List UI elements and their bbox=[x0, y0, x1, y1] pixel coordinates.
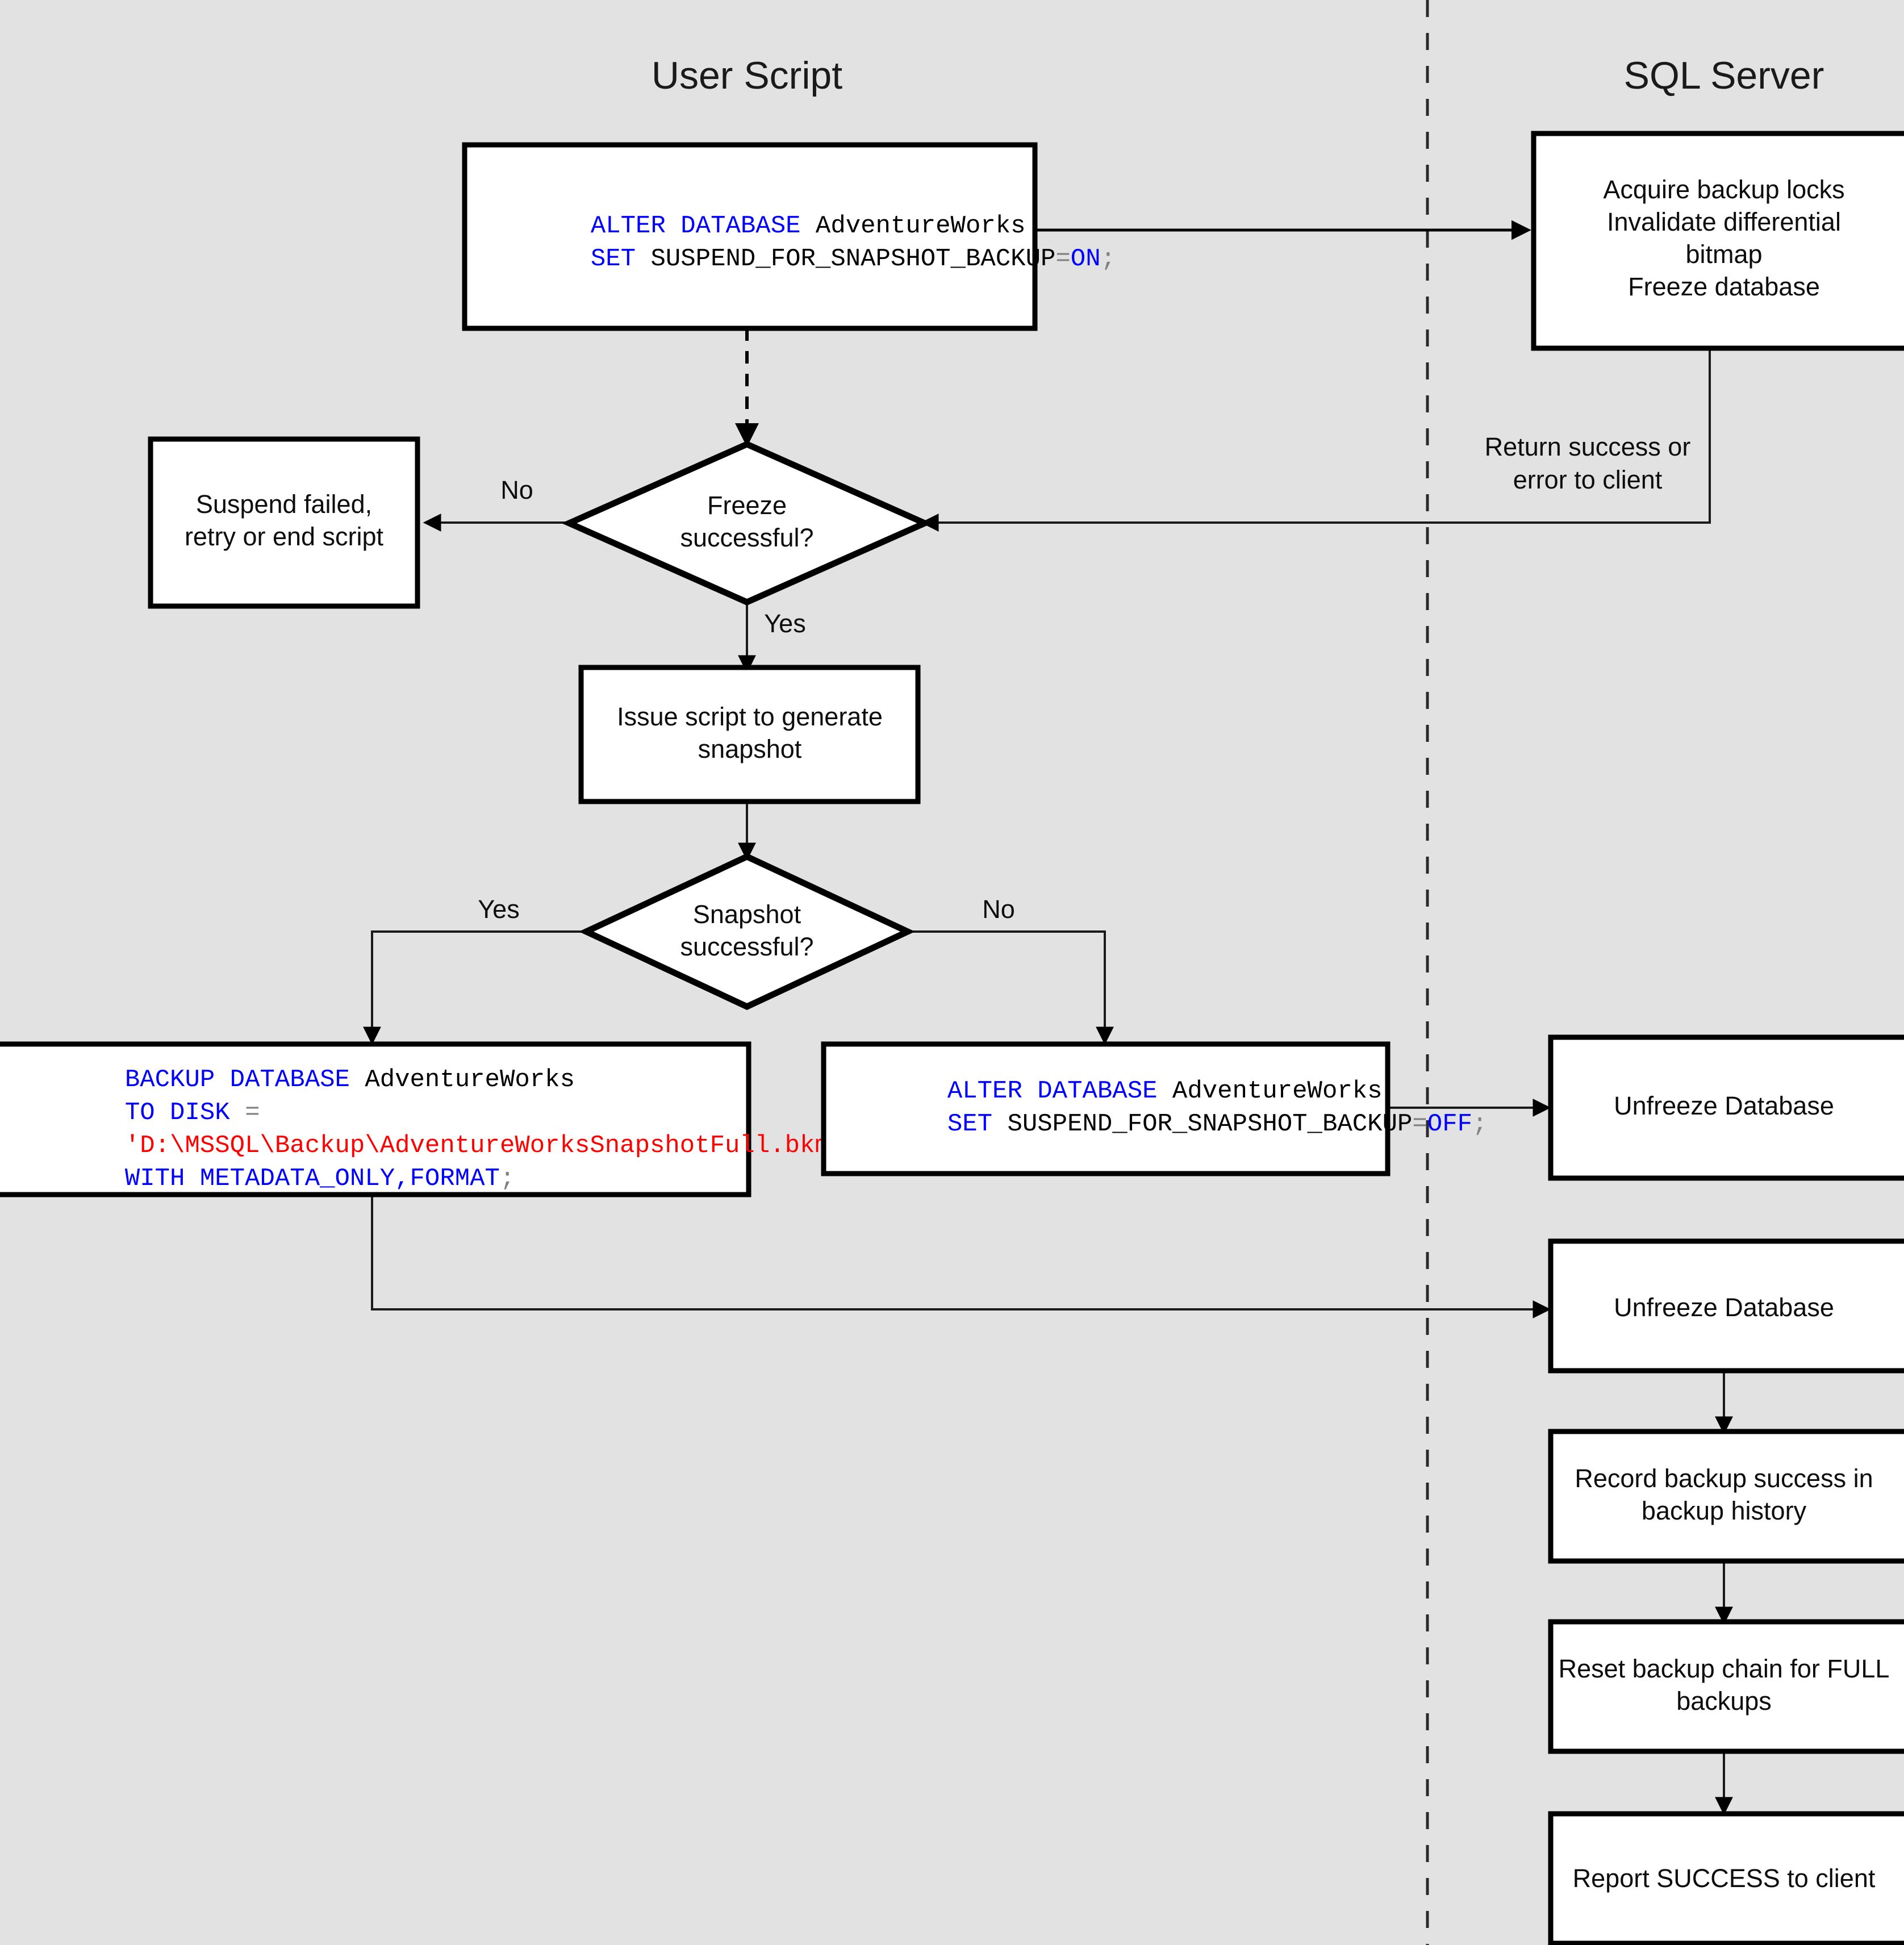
edge-label-return-success-line1: Return success or bbox=[1485, 432, 1691, 461]
node-backup-database-code-line-2: TO DISK = bbox=[20, 1099, 335, 1127]
node-reset-backup-chain-shape[interactable] bbox=[1548, 1619, 1904, 1754]
node-reset-backup-chain-line-2: backups bbox=[1676, 1687, 1772, 1716]
node-acquire-backup-locks-shape[interactable] bbox=[1531, 131, 1904, 351]
node-suspend-failed-line-1: Suspend failed, bbox=[196, 490, 372, 519]
node-record-backup-success-line-2: backup history bbox=[1642, 1496, 1807, 1525]
node-record-backup-success-line-1: Record backup success in bbox=[1575, 1464, 1873, 1493]
node-acquire-backup-locks-line-1: Acquire backup locks bbox=[1603, 175, 1844, 204]
node-snapshot-successful-shape[interactable] bbox=[578, 853, 916, 1011]
node-suspend-failed[interactable]: Suspend failed, retry or end script bbox=[148, 436, 420, 609]
node-backup-database-code-line-4: WITH METADATA_ONLY,FORMAT; bbox=[20, 1165, 590, 1193]
node-suspend-failed-line-2: retry or end script bbox=[185, 522, 384, 551]
node-acquire-backup-locks-line-4: Freeze database bbox=[1628, 272, 1820, 301]
node-freeze-successful-shape[interactable] bbox=[561, 440, 933, 606]
node-freeze-successful-decision[interactable]: Freeze successful? bbox=[561, 440, 933, 606]
node-alter-database-on-code-line-1: ALTER DATABASE AdventureWorks bbox=[486, 212, 1101, 240]
node-unfreeze-database-2-shape[interactable] bbox=[1548, 1238, 1904, 1374]
edge-label-freeze-yes: Yes bbox=[764, 609, 805, 638]
node-alter-database-off-code-line-2: SET SUSPEND_FOR_SNAPSHOT_BACKUP=OFF; bbox=[842, 1110, 1562, 1138]
node-backup-database-shape[interactable] bbox=[0, 1041, 751, 1197]
edge-label-freeze-no: No bbox=[500, 475, 533, 504]
node-issue-script-line-2: snapshot bbox=[698, 734, 802, 763]
node-freeze-successful-line-2: successful? bbox=[680, 523, 813, 552]
node-unfreeze-database-2[interactable]: Unfreeze Database bbox=[1548, 1238, 1904, 1374]
node-record-backup-success[interactable]: Record backup success in backup history bbox=[1548, 1429, 1904, 1564]
edge-snapshot-no-to-alter-off bbox=[907, 930, 1114, 1045]
node-issue-script[interactable]: Issue script to generate snapshot bbox=[578, 665, 921, 804]
node-alter-database-on-shape[interactable] bbox=[462, 142, 1038, 331]
node-unfreeze-database-1[interactable]: Unfreeze Database bbox=[1548, 1034, 1904, 1181]
lane-title-sql-server: SQL Server bbox=[1624, 54, 1824, 97]
node-freeze-successful-line-1: Freeze bbox=[707, 491, 787, 520]
node-report-success-label: Report SUCCESS to client bbox=[1573, 1864, 1876, 1893]
node-report-success[interactable]: Report SUCCESS to client bbox=[1548, 1811, 1904, 1945]
edge-backup-database-to-unfreeze-2 bbox=[371, 1194, 1551, 1318]
node-issue-script-shape[interactable] bbox=[578, 665, 921, 804]
node-alter-database-off[interactable]: ALTER DATABASE AdventureWorks SET SUSPEN… bbox=[821, 1041, 1562, 1176]
node-reset-backup-chain-line-1: Reset backup chain for FULL bbox=[1559, 1654, 1890, 1683]
lane-title-user-script: User Script bbox=[652, 54, 842, 97]
node-suspend-failed-shape[interactable] bbox=[148, 436, 420, 609]
node-acquire-backup-locks-line-2: Invalidate differential bbox=[1607, 207, 1841, 236]
edge-snapshot-yes-to-backup-database bbox=[363, 930, 588, 1045]
node-alter-database-on-code-line-2: SET SUSPEND_FOR_SNAPSHOT_BACKUP=ON; bbox=[486, 245, 1191, 273]
node-alter-database-off-shape[interactable] bbox=[821, 1041, 1391, 1176]
node-unfreeze-database-2-label: Unfreeze Database bbox=[1614, 1293, 1834, 1322]
node-record-backup-success-shape[interactable] bbox=[1548, 1429, 1904, 1564]
node-unfreeze-database-1-shape[interactable] bbox=[1548, 1034, 1904, 1181]
edge-acquire-locks-to-freeze-decision bbox=[920, 348, 1711, 532]
node-backup-database-code-line-1: BACKUP DATABASE AdventureWorks bbox=[20, 1066, 650, 1094]
node-snapshot-successful-line-2: successful? bbox=[680, 932, 813, 961]
node-acquire-backup-locks-line-3: bitmap bbox=[1685, 240, 1762, 269]
edge-label-return-success-line2: error to client bbox=[1513, 465, 1663, 494]
edge-label-snapshot-yes: Yes bbox=[478, 895, 519, 924]
node-reset-backup-chain[interactable]: Reset backup chain for FULL backups bbox=[1548, 1619, 1904, 1754]
node-unfreeze-database-1-label: Unfreeze Database bbox=[1614, 1091, 1834, 1120]
node-snapshot-successful-line-1: Snapshot bbox=[693, 900, 801, 929]
node-acquire-backup-locks[interactable]: Acquire backup locks Invalidate differen… bbox=[1531, 131, 1904, 351]
node-alter-database-off-code-line-1: ALTER DATABASE AdventureWorks bbox=[842, 1077, 1458, 1105]
node-report-success-shape[interactable] bbox=[1548, 1811, 1904, 1945]
node-alter-database-on[interactable]: ALTER DATABASE AdventureWorks SET SUSPEN… bbox=[462, 142, 1191, 331]
node-backup-database[interactable]: BACKUP DATABASE AdventureWorks TO DISK =… bbox=[0, 1041, 920, 1197]
node-issue-script-line-1: Issue script to generate bbox=[617, 702, 883, 731]
edge-label-snapshot-no: No bbox=[982, 895, 1015, 924]
node-backup-database-code-line-3: 'D:\MSSQL\Backup\AdventureWorksSnapshotF… bbox=[20, 1132, 920, 1160]
node-snapshot-successful-decision[interactable]: Snapshot successful? bbox=[578, 853, 916, 1011]
